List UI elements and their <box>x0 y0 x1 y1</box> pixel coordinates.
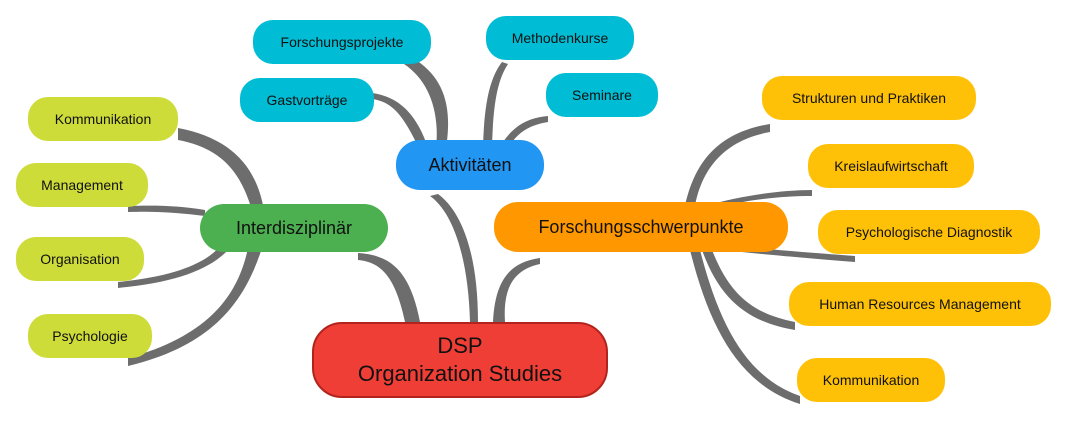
connector-forschungsschwerpunkte-kreislauf <box>705 190 812 210</box>
connector-aktivitaeten-methodenkurse <box>483 62 508 148</box>
node-management[interactable]: Management <box>16 163 148 207</box>
node-kommunikation-right[interactable]: Kommunikation <box>797 358 945 402</box>
root-title-line1: DSP <box>437 333 483 358</box>
connector-root-forschungsschwerpunkte <box>493 258 540 322</box>
branch-forschungsschwerpunkte[interactable]: Forschungsschwerpunkte <box>494 202 788 252</box>
node-gastvortraege[interactable]: Gastvorträge <box>240 78 374 122</box>
connector-aktivitaeten-forschungsprojekte <box>404 60 449 148</box>
node-strukturen-und-praktiken[interactable]: Strukturen und Praktiken <box>762 76 976 120</box>
node-kommunikation-left[interactable]: Kommunikation <box>28 97 178 141</box>
connector-forschungsschwerpunkte-hr <box>702 250 795 330</box>
node-human-resources-management[interactable]: Human Resources Management <box>789 282 1051 326</box>
node-kreislaufwirtschaft[interactable]: Kreislaufwirtschaft <box>808 144 974 188</box>
connector-forschungsschwerpunkte-strukturen <box>685 124 770 206</box>
node-psychologie[interactable]: Psychologie <box>28 314 152 358</box>
connector-forschungsschwerpunkte-kommunikation <box>690 250 800 404</box>
connector-interdisziplinaer-management <box>128 205 205 216</box>
branch-interdisziplinaer[interactable]: Interdisziplinär <box>200 204 388 252</box>
node-forschungsprojekte[interactable]: Forschungsprojekte <box>253 20 431 64</box>
connector-aktivitaeten-gastvortraege <box>372 93 428 150</box>
node-organisation[interactable]: Organisation <box>16 237 144 281</box>
node-psychologische-diagnostik[interactable]: Psychologische Diagnostik <box>818 210 1040 254</box>
node-methodenkurse[interactable]: Methodenkurse <box>486 16 634 60</box>
branch-aktivitaeten[interactable]: Aktivitäten <box>396 140 544 190</box>
connector-root-interdisziplinaer <box>358 253 420 322</box>
root-node[interactable]: DSP Organization Studies <box>312 322 608 398</box>
root-title-line2: Organization Studies <box>357 361 563 386</box>
node-seminare[interactable]: Seminare <box>546 73 658 117</box>
connector-interdisziplinaer-kommunikation <box>178 128 264 210</box>
connector-root-aktivitaeten <box>430 194 478 322</box>
